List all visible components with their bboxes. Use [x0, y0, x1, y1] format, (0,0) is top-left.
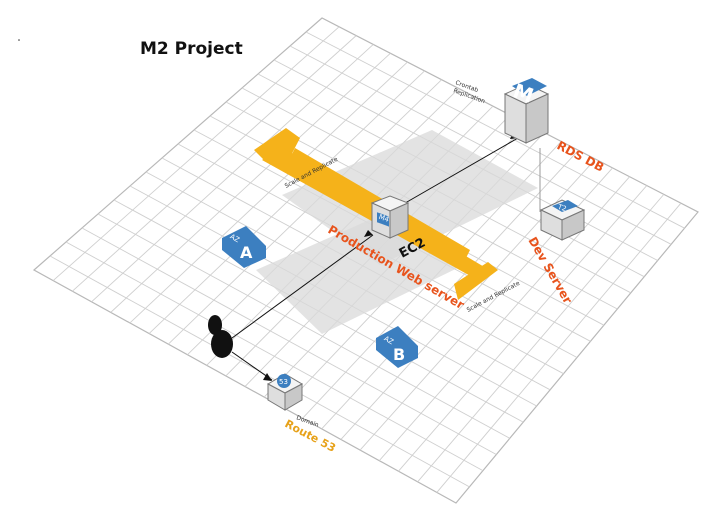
user-icon [208, 315, 233, 358]
connector-ec2-rds [399, 137, 519, 207]
grid-line [398, 185, 648, 472]
arrowhead-route53 [263, 373, 272, 381]
ec2-badge: M4 [378, 213, 391, 224]
az-b-marker [376, 326, 418, 368]
az-a-prefix: AZ [229, 233, 241, 245]
stray-dot [18, 39, 20, 41]
grid-line [91, 44, 374, 303]
grid-line [378, 176, 630, 461]
dev-server-icon[interactable] [539, 199, 586, 241]
grid-line [167, 79, 442, 345]
diagram-title: M2 Project [140, 39, 243, 59]
grid-line [148, 70, 425, 334]
grid-line [110, 52, 391, 313]
ec2-instance-icon[interactable] [370, 195, 410, 239]
route53-icon[interactable] [266, 373, 304, 411]
az-b-letter: B [393, 345, 405, 364]
dev-badge: T2 [556, 202, 568, 213]
grid-line [52, 26, 340, 281]
az-b-prefix: AZ [383, 335, 395, 347]
grid-line [72, 35, 357, 292]
az-a-letter: A [240, 243, 253, 262]
az-a-marker [222, 226, 266, 268]
arrowhead-ec2 [364, 230, 373, 237]
grid-line [129, 61, 408, 324]
connector-user-route53 [231, 351, 273, 381]
rds-database-icon[interactable] [503, 78, 550, 144]
grid-line [417, 194, 665, 483]
route53-badge: 53 [279, 378, 288, 386]
grid-line [436, 202, 682, 493]
connector-user-ec2 [231, 234, 374, 339]
grid-line [321, 149, 579, 430]
